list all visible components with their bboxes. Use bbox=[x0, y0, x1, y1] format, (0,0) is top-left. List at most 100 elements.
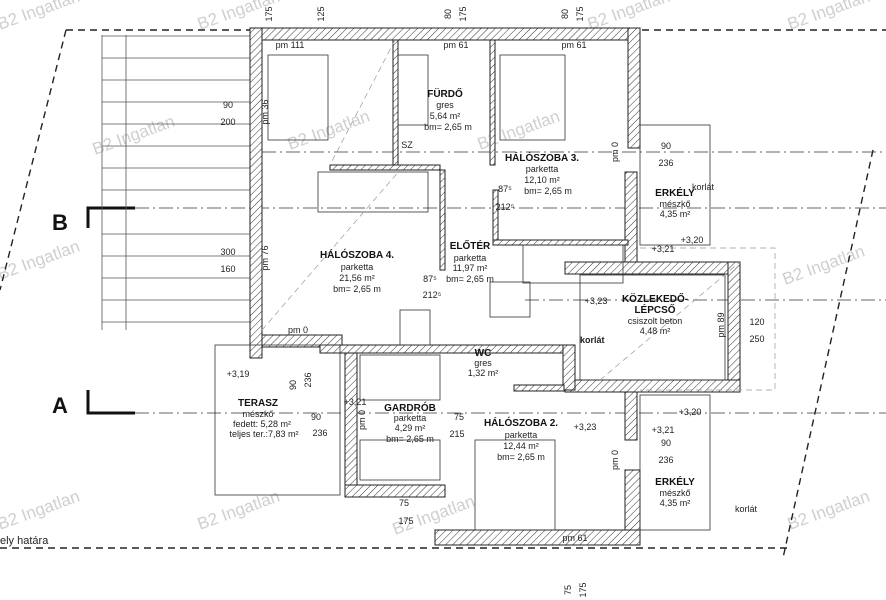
room-floor: mészkő bbox=[659, 488, 690, 498]
dimension: 175 bbox=[575, 6, 585, 21]
dimension: 80 bbox=[443, 9, 453, 19]
window-label: pm 61 bbox=[561, 40, 586, 50]
window-label: pm 61 bbox=[562, 533, 587, 543]
room-name: LÉPCSŐ bbox=[634, 303, 675, 316]
room-floor: parketta bbox=[341, 262, 374, 272]
room-height: bm= 2,65 m bbox=[424, 122, 472, 132]
room-covered-area: fedett: 5,28 m² bbox=[233, 419, 291, 429]
room-floor: gres bbox=[436, 100, 454, 110]
dimension: 90 bbox=[223, 100, 233, 110]
dimension: 250 bbox=[749, 334, 764, 344]
dimension: 160 bbox=[220, 264, 235, 274]
room-name: HÁLÓSZOBA 3. bbox=[505, 151, 579, 164]
room-area: 4,35 m² bbox=[660, 498, 691, 508]
dimension: 236 bbox=[303, 372, 313, 387]
dimension: 236 bbox=[312, 428, 327, 438]
dimensions: 175 125 80 175 80 175 90 200 300 160 90 … bbox=[220, 6, 764, 597]
watermark: B2 Ingatlan bbox=[475, 106, 562, 153]
dimension: 215 bbox=[449, 429, 464, 439]
dimension: 87⁵ bbox=[498, 184, 512, 194]
room-wc: WC gres 1,32 m² bbox=[468, 348, 499, 378]
dimension: 90 bbox=[311, 412, 321, 422]
pergola bbox=[101, 35, 250, 330]
room-name: KÖZLEKEDŐ- bbox=[622, 292, 688, 305]
dimension: 212⁵ bbox=[423, 290, 442, 300]
dimension: 90 bbox=[661, 438, 671, 448]
dimension: 175 bbox=[578, 582, 588, 597]
dimension: 200 bbox=[220, 117, 235, 127]
door-label: pm 0 bbox=[610, 450, 620, 470]
room-name: ERKÉLY bbox=[655, 186, 695, 199]
walls bbox=[249, 27, 741, 546]
section-b: B bbox=[52, 206, 886, 235]
section-a: A bbox=[52, 390, 886, 418]
room-area: 11,97 m² bbox=[453, 263, 488, 273]
dimension: 212⁵ bbox=[496, 202, 515, 212]
level-mark: +3,21 bbox=[344, 397, 367, 407]
room-floor: csiszolt beton bbox=[628, 316, 683, 326]
dimension: 300 bbox=[220, 247, 235, 257]
window-label: pm 61 bbox=[443, 40, 468, 50]
room-area: 4,35 m² bbox=[660, 209, 691, 219]
room-name: FÜRDŐ bbox=[427, 87, 463, 100]
level-mark: +3,23 bbox=[574, 422, 597, 432]
watermark: B2 Ingatlan bbox=[785, 0, 872, 34]
boundary-label: ely határa bbox=[0, 535, 49, 547]
section-b-label: B bbox=[52, 210, 68, 235]
door-label: pm 0 bbox=[288, 325, 308, 335]
room-gardrob: GARDRÓB parketta 4,29 m² bm= 2,65 m bbox=[384, 401, 436, 444]
room-area: 4,48 m² bbox=[640, 326, 671, 336]
room-haloszoba-2: HÁLÓSZOBA 2. parketta 12,44 m² bm= 2,65 … bbox=[484, 416, 558, 462]
dimension: 87⁵ bbox=[423, 274, 437, 284]
room-floor: parketta bbox=[454, 253, 487, 263]
room-height: bm= 2,65 m bbox=[386, 434, 434, 444]
watermark: B2 Ingatlan bbox=[285, 106, 372, 153]
watermark: B2 Ingatlan bbox=[780, 241, 867, 288]
room-area: 21,56 m² bbox=[339, 273, 375, 283]
dimension: 75 bbox=[454, 412, 464, 422]
door-label: pm 0 bbox=[610, 142, 620, 162]
railing-label: korlát bbox=[580, 335, 605, 345]
dimension: 175 bbox=[398, 516, 413, 526]
dimension: 90 bbox=[661, 141, 671, 151]
level-mark: +3,21 bbox=[652, 244, 675, 254]
room-name: HÁLÓSZOBA 2. bbox=[484, 416, 558, 429]
level-mark: +3,20 bbox=[679, 407, 702, 417]
roof-lines bbox=[261, 39, 776, 391]
room-haloszoba-4: HÁLÓSZOBA 4. parketta 21,56 m² bm= 2,65 … bbox=[320, 248, 394, 294]
room-terasz: TERASZ mészkő fedett: 5,28 m² teljes ter… bbox=[229, 398, 298, 439]
room-name: TERASZ bbox=[238, 398, 278, 409]
room-floor: mészkő bbox=[242, 409, 273, 419]
room-area: 12,10 m² bbox=[524, 175, 560, 185]
dimension: 75 bbox=[399, 498, 409, 508]
room-height: bm= 2,65 m bbox=[497, 452, 545, 462]
dimension: 125 bbox=[316, 6, 326, 21]
room-erkely-top: ERKÉLY mészkő 4,35 m² bbox=[655, 186, 695, 219]
dimension: 175 bbox=[458, 6, 468, 21]
room-area: 12,44 m² bbox=[503, 441, 539, 451]
room-furdo: FÜRDŐ gres 5,64 m² bm= 2,65 m bbox=[424, 87, 472, 132]
room-floor: parketta bbox=[394, 413, 427, 423]
dimension: 175 bbox=[264, 6, 274, 21]
window-label: pm 111 bbox=[276, 40, 305, 50]
room-name: ERKÉLY bbox=[655, 475, 695, 488]
door-label: pm 0 bbox=[357, 410, 367, 430]
room-height: bm= 2,65 m bbox=[333, 284, 381, 294]
room-name: WC bbox=[475, 348, 492, 359]
dimension: 236 bbox=[658, 455, 673, 465]
dimension: 236 bbox=[658, 158, 673, 168]
dimension: 75 bbox=[563, 585, 573, 595]
level-mark: +3,23 bbox=[585, 296, 608, 306]
level-mark: +3,20 bbox=[681, 235, 704, 245]
window-label: pm 89 bbox=[716, 312, 726, 337]
watermark: B2 Ingatlan bbox=[0, 486, 82, 533]
room-height: bm= 2,65 m bbox=[524, 186, 572, 196]
furniture bbox=[214, 54, 726, 531]
dimension: 120 bbox=[749, 317, 764, 327]
watermark: B2 Ingatlan bbox=[195, 486, 282, 533]
room-name: ELŐTÉR bbox=[450, 239, 491, 252]
watermark: B2 Ingatlan bbox=[785, 486, 872, 533]
level-mark: +3,21 bbox=[652, 425, 675, 435]
room-area: 1,32 m² bbox=[468, 368, 499, 378]
room-total-area: teljes ter.:7,83 m² bbox=[229, 429, 298, 439]
